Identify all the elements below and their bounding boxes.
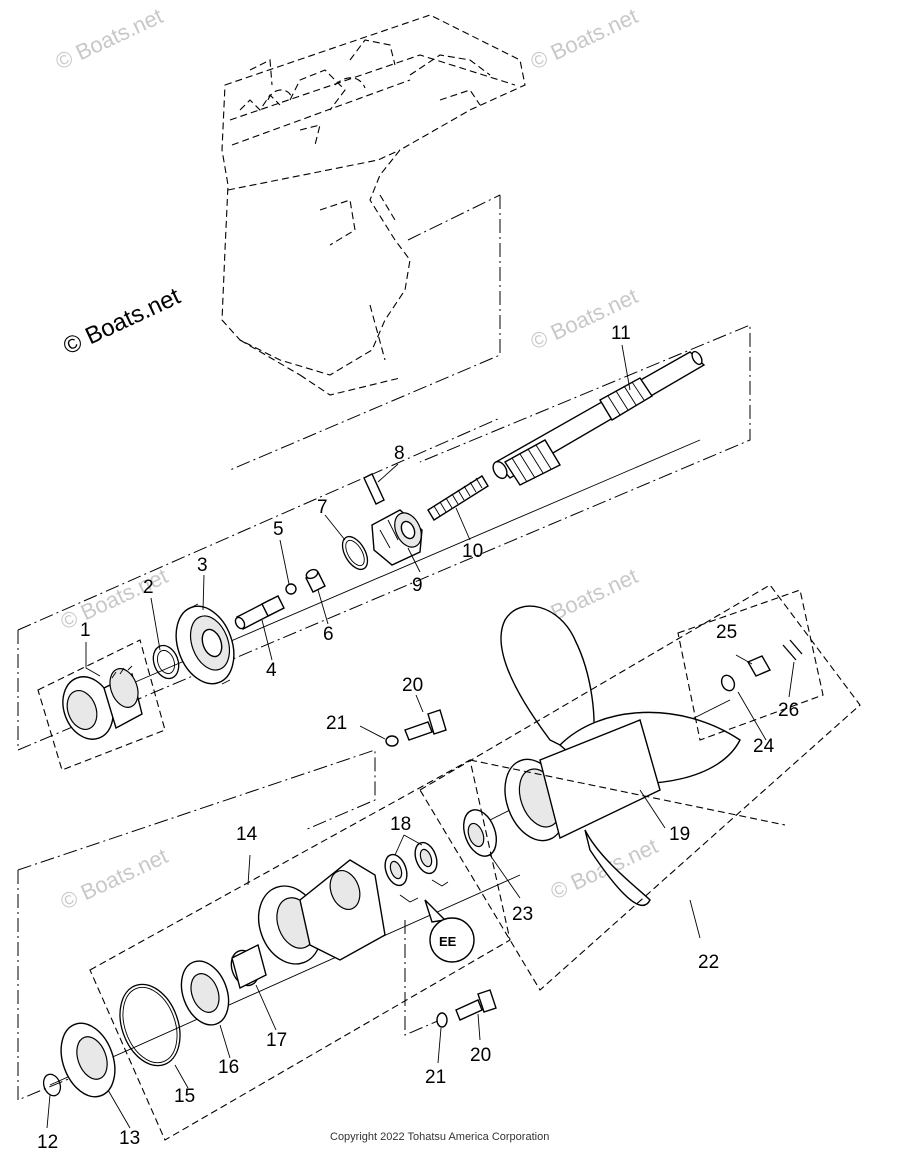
callout-9: 9 [412,575,423,596]
callout-11: 11 [611,323,631,344]
callout-labels: 1 2 3 4 5 6 7 8 9 10 11 12 13 14 15 16 1… [37,323,799,1153]
callout-20-top: 20 [402,675,423,696]
callout-4: 4 [266,660,277,681]
callout-14: 14 [236,824,258,845]
callout-1: 1 [80,620,91,641]
grease-symbol-text: EE [439,934,457,949]
callout-24: 24 [753,736,775,757]
callout-22: 22 [698,952,719,973]
gear-case-housing [221,14,526,396]
part-cap [60,1022,116,1098]
part-o-ring [119,983,181,1067]
part-propeller-shaft [492,350,706,486]
part-needle-bearing [230,943,267,990]
callout-23: 23 [512,904,533,925]
callout-2: 2 [143,577,154,598]
part-clutch-ring [341,535,369,571]
part-spring [427,475,489,521]
part-snap-ring [42,1073,62,1097]
reference-frames [17,194,751,1101]
part-22-group [419,584,861,991]
copyright-text: Copyright 2022 Tohatsu America Corporati… [330,1131,549,1143]
watermark-top-left: © Boats.net [52,3,167,74]
watermark-top-right: © Boats.net [527,3,642,74]
part-shim [152,644,180,680]
part-14-group [89,759,511,1141]
part-steel-ball [285,583,297,595]
callout-17: 17 [266,1030,287,1051]
callout-19: 19 [669,824,690,845]
callout-12: 12 [37,1132,58,1153]
callout-25: 25 [716,622,737,643]
part-oil-seals [384,841,449,903]
part-24-26-group [677,589,824,741]
part-1-group [37,639,166,771]
part-plunger [305,568,326,593]
callout-18: 18 [390,814,411,835]
callout-21-top: 21 [326,713,347,734]
part-clutch [371,509,423,566]
watermark-low-left: © Boats.net [57,843,172,914]
callout-20-bottom: 20 [470,1045,491,1066]
callout-3: 3 [197,555,208,576]
watermark-mid-left: © Boats.net [57,563,172,634]
part-bolts-washers [385,709,497,1028]
part-forward-gear [175,603,235,685]
part-ball-bearing [180,960,230,1026]
callout-13: 13 [119,1128,140,1149]
callout-6: 6 [323,624,334,645]
callout-7: 7 [317,497,328,518]
callout-16: 16 [218,1057,239,1078]
part-propeller [500,605,741,907]
part-spacer [462,809,498,857]
callout-8: 8 [394,443,405,464]
callout-10: 10 [462,541,483,562]
grease-symbol: EE [424,899,475,963]
callout-21-bottom: 21 [425,1067,446,1088]
callout-5: 5 [273,519,284,540]
callout-15: 15 [174,1086,195,1107]
callout-26: 26 [778,700,799,721]
watermark-main: © Boats.net [59,283,185,361]
part-cross-pin [363,473,385,505]
part-shift-plunger [234,595,285,630]
leader-lines [46,344,795,1129]
